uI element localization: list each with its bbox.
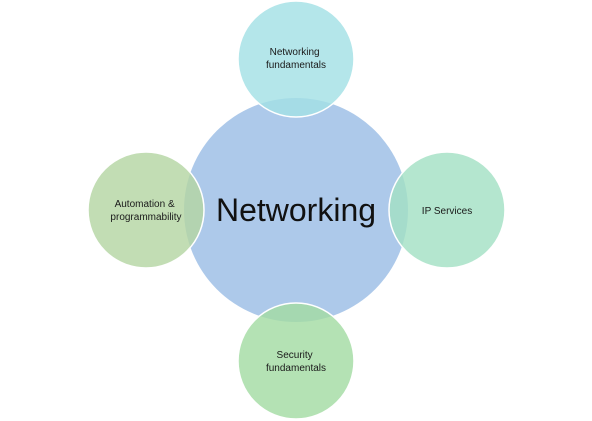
center-label: Networking: [216, 192, 376, 228]
satellite-circle-security-fundamentals: [237, 302, 355, 420]
satellite-label-line: Networking: [270, 47, 320, 58]
satellite-label-line: Automation &: [115, 199, 175, 210]
satellite-label-line: programmability: [110, 212, 181, 223]
satellite-label-line: fundamentals: [266, 60, 326, 71]
center-circle: [184, 98, 408, 322]
satellite-label-line: IP Services: [422, 206, 472, 217]
satellite-label-line: Security: [277, 350, 313, 361]
satellite-label-security-fundamentals: Security fundamentals: [266, 350, 326, 374]
satellite-circle-ip-services: [388, 151, 506, 269]
satellite-circle-automation-programmability: [87, 151, 205, 269]
satellite-label-ip-services: IP Services: [422, 206, 472, 217]
satellite-label-networking-fundamentals: Networking fundamentals: [266, 47, 326, 71]
satellite-label-line: fundamentals: [266, 363, 326, 374]
satellite-label-automation-programmability: Automation & programmability: [110, 199, 181, 223]
satellite-circle-networking-fundamentals: [237, 0, 355, 118]
